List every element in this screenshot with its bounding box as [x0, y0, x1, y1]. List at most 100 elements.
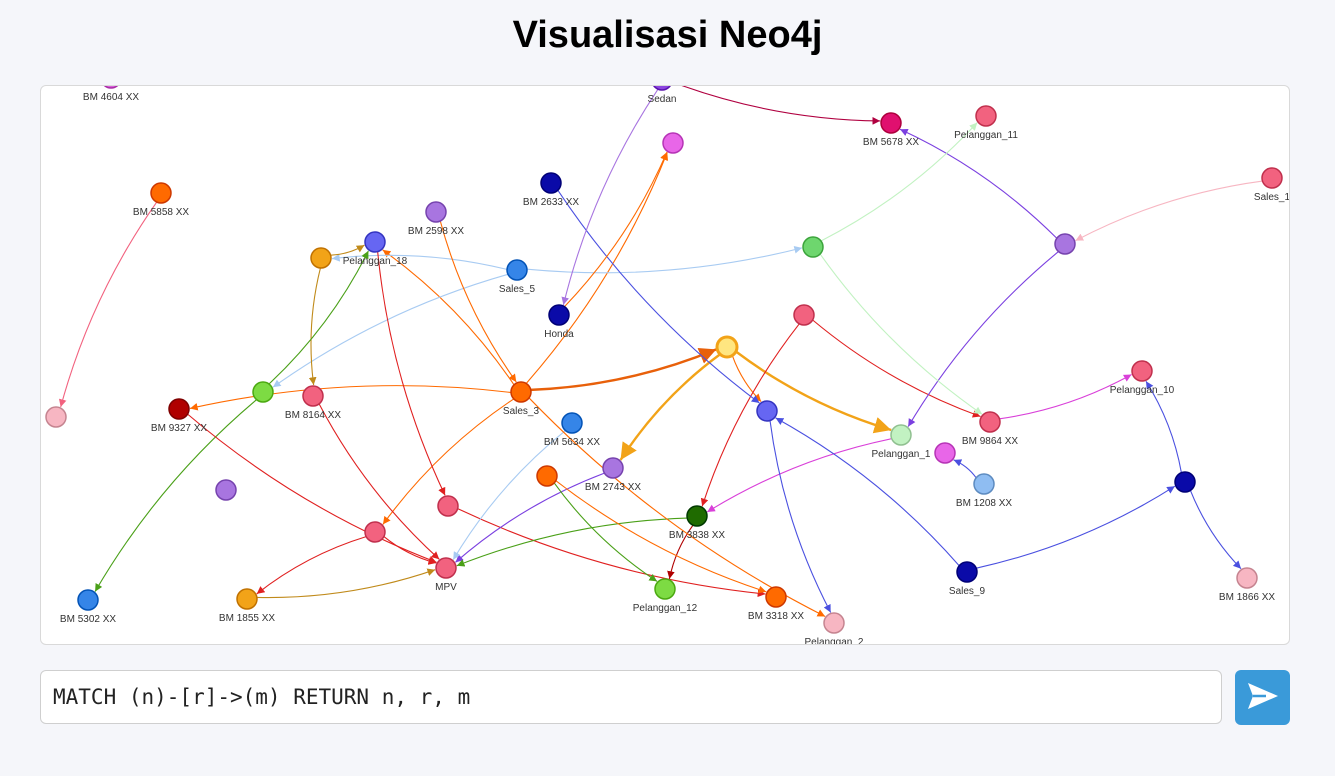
graph-edge[interactable] [553, 482, 658, 582]
node-circle[interactable] [302, 385, 324, 407]
node-circle[interactable] [979, 411, 1001, 433]
graph-edge[interactable] [439, 220, 517, 383]
graph-edge[interactable] [555, 480, 767, 594]
graph-edge[interactable] [382, 249, 515, 386]
graph-node[interactable]: BM 1208 XX [956, 473, 1012, 509]
graph-node[interactable]: BM 2633 XX [523, 172, 579, 208]
graph-edge[interactable] [94, 399, 257, 592]
node-circle[interactable] [1261, 167, 1283, 189]
graph-edge[interactable] [377, 251, 446, 496]
node-circle[interactable] [215, 479, 237, 501]
graph-node[interactable]: Pelanggan_18 [343, 231, 408, 267]
graph-edge[interactable] [667, 524, 694, 580]
graph-edge[interactable] [530, 347, 717, 392]
graph-edge[interactable] [272, 273, 509, 388]
graph-node[interactable] [1174, 471, 1196, 493]
graph-edge[interactable] [268, 250, 369, 385]
run-query-button[interactable] [1235, 670, 1290, 725]
node-circle[interactable] [101, 86, 121, 89]
graph-node[interactable] [252, 381, 274, 403]
node-circle[interactable] [1054, 233, 1076, 255]
graph-node[interactable]: Pelanggan_2 [805, 612, 864, 644]
graph-node[interactable]: BM 5302 XX [60, 589, 116, 625]
graph-edge[interactable] [899, 128, 1058, 239]
graph-edge[interactable] [1075, 180, 1263, 242]
graph-node[interactable] [793, 304, 815, 326]
graph-edge[interactable] [1189, 490, 1242, 570]
graph-node[interactable]: Sales_9 [949, 561, 986, 597]
graph-edge[interactable] [526, 246, 803, 274]
node-circle[interactable] [756, 400, 778, 422]
graph-node[interactable]: BM 3318 XX [748, 586, 804, 622]
node-circle[interactable] [934, 442, 956, 464]
graph-edge[interactable] [731, 355, 762, 403]
graph-edge[interactable] [256, 568, 436, 599]
graph-node[interactable] [802, 236, 824, 258]
graph-node[interactable] [310, 247, 332, 269]
graph-node[interactable] [536, 465, 558, 487]
node-circle[interactable] [956, 561, 978, 583]
graph-node[interactable]: Pelanggan_10 [1110, 360, 1175, 396]
node-circle[interactable] [364, 231, 386, 253]
graph-edge[interactable] [331, 253, 508, 270]
graph-edge[interactable] [907, 251, 1059, 427]
graph-edge[interactable] [1145, 380, 1182, 473]
node-circle[interactable] [236, 588, 258, 610]
node-circle[interactable] [823, 612, 845, 634]
graph-node[interactable]: BM 2598 XX [408, 201, 464, 237]
node-circle[interactable] [662, 132, 684, 154]
graph-node[interactable] [437, 495, 459, 517]
graph-edge[interactable] [452, 430, 566, 560]
graph-edge[interactable] [700, 323, 800, 507]
graph-node[interactable]: BM 1855 XX [219, 588, 275, 624]
node-circle[interactable] [168, 398, 190, 420]
graph-node[interactable]: Sales_1 [1254, 167, 1289, 203]
graph-node[interactable]: BM 9864 XX [962, 411, 1018, 447]
node-circle[interactable] [686, 505, 708, 527]
node-circle[interactable] [437, 495, 459, 517]
graph-edge[interactable] [557, 189, 760, 404]
graph-edge[interactable] [775, 417, 960, 567]
node-circle[interactable] [536, 465, 558, 487]
graph-node[interactable]: BM 1866 XX [1219, 567, 1275, 603]
graph-node[interactable] [756, 400, 778, 422]
graph-edge[interactable] [769, 420, 832, 613]
graph-edge[interactable] [187, 413, 437, 564]
node-circle[interactable] [765, 586, 787, 608]
graph-edge[interactable] [820, 122, 978, 242]
graph-node[interactable]: Sedan [648, 86, 677, 105]
graph-edge[interactable] [999, 374, 1132, 420]
graph-node[interactable] [662, 132, 684, 154]
graph-node[interactable]: Pelanggan_12 [633, 578, 698, 614]
node-circle[interactable] [561, 412, 583, 434]
graph-node[interactable]: BM 5634 XX [544, 412, 600, 448]
cypher-query-input[interactable] [40, 670, 1222, 724]
node-circle[interactable] [435, 557, 457, 579]
node-circle[interactable] [880, 112, 902, 134]
graph-edge[interactable] [189, 385, 512, 411]
node-circle[interactable] [510, 381, 532, 403]
node-circle[interactable] [425, 201, 447, 223]
node-circle[interactable] [77, 589, 99, 611]
node-circle[interactable] [364, 521, 386, 543]
graph-node[interactable] [715, 335, 739, 359]
graph-node[interactable]: BM 5858 XX [133, 182, 189, 218]
graph-edge[interactable] [382, 398, 515, 525]
graph-edge[interactable] [525, 152, 669, 384]
graph-edge[interactable] [308, 267, 321, 386]
node-circle[interactable] [150, 182, 172, 204]
graph-node[interactable]: Pelanggan_11 [954, 105, 1018, 141]
graph-node[interactable] [215, 479, 237, 501]
graph-edge[interactable] [812, 319, 981, 418]
graph-edge[interactable] [819, 253, 983, 415]
graph-edge[interactable] [735, 350, 892, 434]
graph-node[interactable]: BM 9327 XX [151, 398, 207, 434]
node-circle[interactable] [654, 578, 676, 600]
node-circle[interactable] [310, 247, 332, 269]
graph-node[interactable]: Sales_5 [499, 259, 536, 295]
node-circle[interactable] [975, 105, 997, 127]
node-circle[interactable] [715, 335, 739, 359]
graph-node[interactable]: Pelanggan_1 [872, 424, 931, 460]
graph-node[interactable] [934, 442, 956, 464]
